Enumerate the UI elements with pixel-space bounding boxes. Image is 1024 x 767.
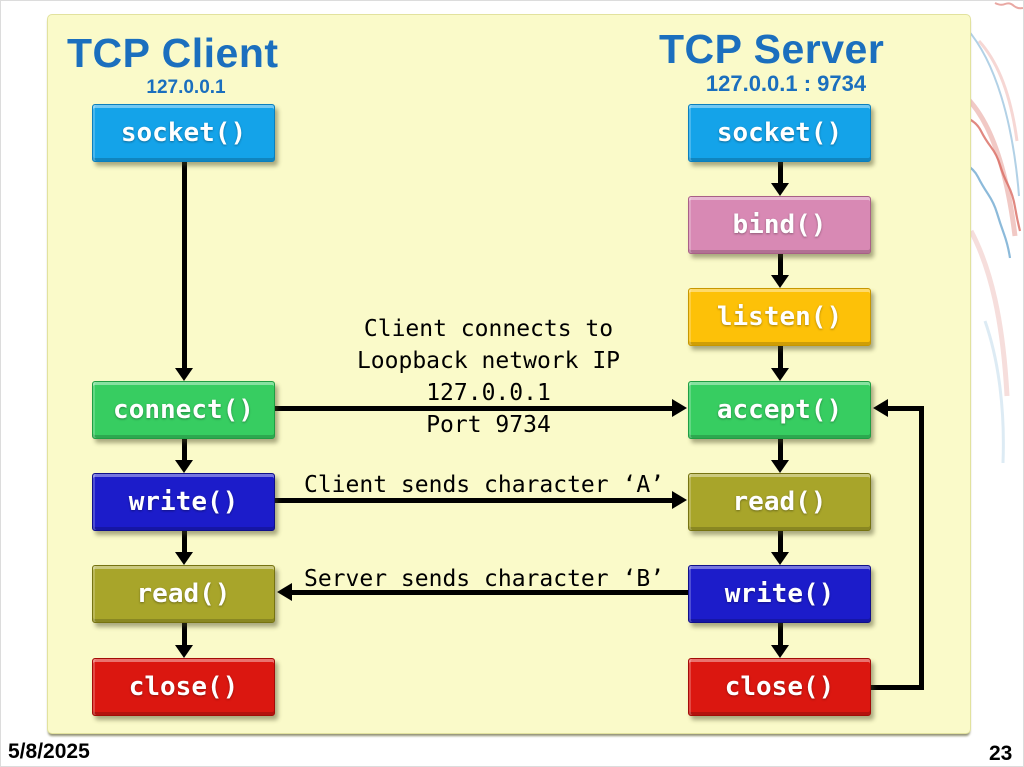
arrowhead (175, 368, 193, 381)
deco-arc (977, 39, 1019, 142)
arrowhead (771, 183, 789, 196)
arrow-client-write-to-server-read (275, 498, 672, 503)
connect-note: Client connects to Loopback network IP 1… (321, 313, 656, 441)
server-title: TCP Server (659, 26, 885, 72)
footer-date: 5/8/2025 (8, 740, 90, 763)
connect-note-line: Client connects to (363, 316, 614, 342)
arrow-client-socket-to-connect (182, 162, 187, 369)
send-b-note: Server sends character ‘B’ (303, 566, 665, 592)
deco-arc (965, 94, 1018, 237)
client-close-box: close() (92, 658, 275, 716)
arrow-loopback-bottom (871, 685, 924, 690)
arrowhead (771, 460, 789, 473)
connect-note-line: 127.0.0.1 (426, 380, 551, 406)
send-a-note: Client sends character ‘A’ (303, 472, 665, 498)
client-connect-box: connect() (92, 381, 275, 439)
client-socket-box: socket() (92, 104, 275, 162)
arrow-server-write-to-client-read (292, 590, 689, 595)
arrow-server-accept-to-read (778, 439, 783, 461)
deco-arc (968, 229, 1010, 397)
arrow-connect-to-accept (275, 406, 672, 411)
arrow-loopback-vertical (919, 406, 924, 690)
arrowhead (175, 552, 193, 565)
client-subtitle: 127.0.0.1 (146, 77, 226, 98)
arrow-client-connect-to-write (182, 439, 187, 461)
client-read-box: read() (92, 565, 275, 623)
arrowhead (175, 645, 193, 658)
server-socket-box: socket() (688, 104, 871, 162)
arrow-server-read-to-write (778, 531, 783, 553)
arrow-client-read-to-close (182, 623, 187, 646)
connect-note-line: Loopback network IP (356, 348, 621, 374)
footer-page-number: 23 (989, 742, 1013, 765)
arrow-server-bind-to-listen (778, 254, 783, 276)
connect-note-line: Port 9734 (426, 412, 551, 438)
arrowhead (672, 399, 687, 417)
arrow-loopback-top (887, 406, 924, 411)
client-write-box: write() (92, 473, 275, 531)
deco-arc (994, 2, 1023, 10)
deco-arc (965, 163, 1012, 259)
server-listen-box: listen() (688, 288, 871, 346)
deco-arc (983, 320, 1005, 464)
arrowhead (672, 491, 687, 509)
server-bind-box: bind() (688, 196, 871, 254)
server-close-box: close() (688, 658, 871, 716)
server-read-box: read() (688, 473, 871, 531)
arrowhead (771, 645, 789, 658)
server-subtitle: 127.0.0.1 : 9734 (705, 71, 867, 96)
arrowhead (771, 275, 789, 288)
arrowhead (771, 552, 789, 565)
server-write-box: write() (688, 565, 871, 623)
deco-arc (968, 118, 1022, 232)
arrow-server-socket-to-bind (778, 162, 783, 184)
deco-arc (966, 28, 1020, 197)
arrowhead (771, 368, 789, 381)
client-title: TCP Client (67, 30, 279, 76)
arrowhead (277, 583, 292, 601)
arrow-client-write-to-read (182, 531, 187, 553)
arrow-server-listen-to-accept (778, 346, 783, 369)
server-accept-box: accept() (688, 381, 871, 439)
arrow-server-write-to-close (778, 623, 783, 646)
arrowhead (175, 460, 193, 473)
corner-decoration-graphic (965, 2, 1023, 464)
arrowhead (873, 399, 888, 417)
